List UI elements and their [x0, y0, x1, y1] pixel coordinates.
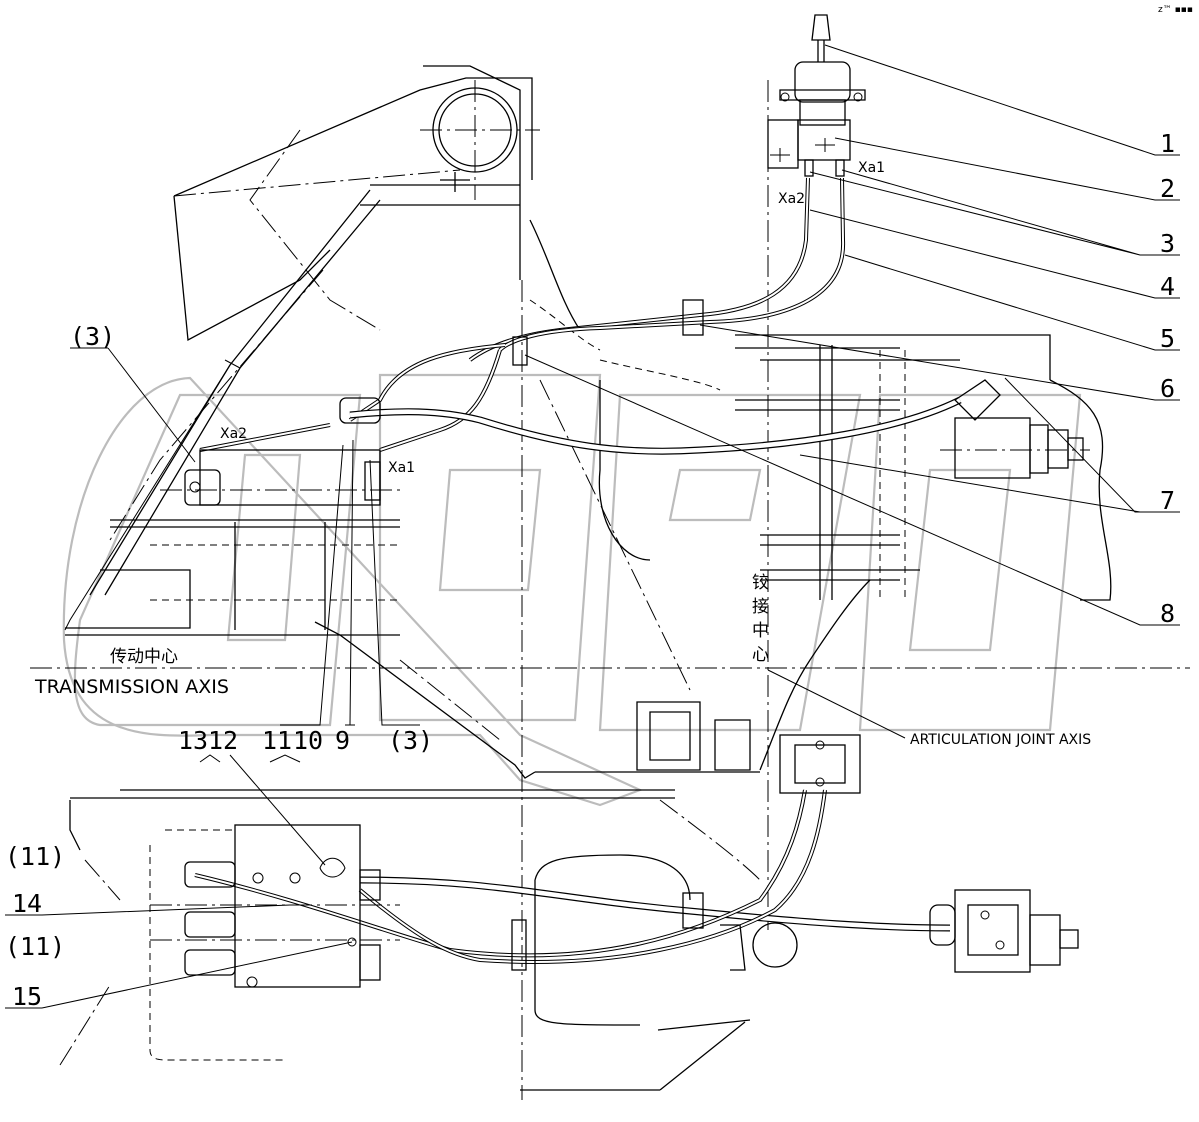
callout-10: 10 — [293, 726, 323, 755]
control-valve-block — [149, 824, 400, 1061]
port-xa2-mid: Xa2 — [220, 426, 247, 442]
callout-11: 11 — [262, 726, 292, 755]
transmission-axis-cn: 传动中心 — [110, 647, 178, 667]
hose-clamp-icon — [682, 299, 704, 336]
right-pump — [940, 379, 1090, 479]
callout-1: 1 — [1160, 129, 1175, 158]
callout-13: 13 — [178, 726, 208, 755]
callout-5: 5 — [1160, 324, 1175, 353]
control-valve-block-icon — [234, 824, 361, 988]
pilot-valve-icon — [767, 119, 799, 169]
articulation-cn-3: 中 — [752, 621, 769, 641]
port-xa1-mid: Xa1 — [388, 460, 415, 476]
callout-7: 7 — [1160, 486, 1175, 515]
articulation-axis-en: ARTICULATION JOINT AXIS — [910, 732, 1091, 748]
callout-8: 8 — [1160, 599, 1175, 628]
watermark — [62, 373, 1082, 807]
corner-mark: z™ ▪▪▪ — [1158, 5, 1193, 15]
port-labels: Xa1 Xa2 Xa2 Xa1 — [220, 160, 885, 476]
control-lever-icon — [811, 14, 831, 41]
callout-12: 12 — [208, 726, 238, 755]
callout-3-left: (3) — [70, 322, 115, 351]
callout-3-bottom: (3) — [388, 726, 433, 755]
articulation-cn-2: 接 — [752, 597, 769, 617]
port-xa2-top: Xa2 — [778, 191, 805, 207]
articulation-cn-4: 心 — [752, 645, 769, 665]
pilot-hoses — [194, 177, 962, 964]
callout-11-a: (11) — [5, 842, 65, 871]
callout-11-b: (11) — [5, 932, 65, 961]
callout-15: 15 — [12, 982, 42, 1011]
callout-2: 2 — [1160, 174, 1175, 203]
callout-4: 4 — [1160, 272, 1175, 301]
callout-3: 3 — [1160, 229, 1175, 258]
leader-lines — [5, 44, 1180, 1009]
callout-numbers: 1 2 3 4 5 6 7 8 9 10 11 12 13 14 15 (3) … — [5, 129, 1175, 1011]
callout-9: 9 — [335, 726, 350, 755]
upper-frame — [30, 65, 1190, 1100]
hose-clamps — [339, 299, 704, 971]
lower-frame — [59, 789, 798, 1091]
articulation-cn-1: 铰 — [752, 573, 769, 593]
callout-6: 6 — [1160, 374, 1175, 403]
callout-14: 14 — [12, 889, 42, 918]
steering-valve — [160, 449, 400, 506]
axis-labels: 传动中心 TRANSMISSION AXIS 铰 接 中 心 ARTICULAT… — [34, 5, 1193, 748]
transmission-axis-en: TRANSMISSION AXIS — [34, 676, 229, 698]
port-xa1-top: Xa1 — [858, 160, 885, 176]
lower-right-units — [779, 734, 1079, 973]
pilot-valve-assembly — [767, 14, 866, 177]
